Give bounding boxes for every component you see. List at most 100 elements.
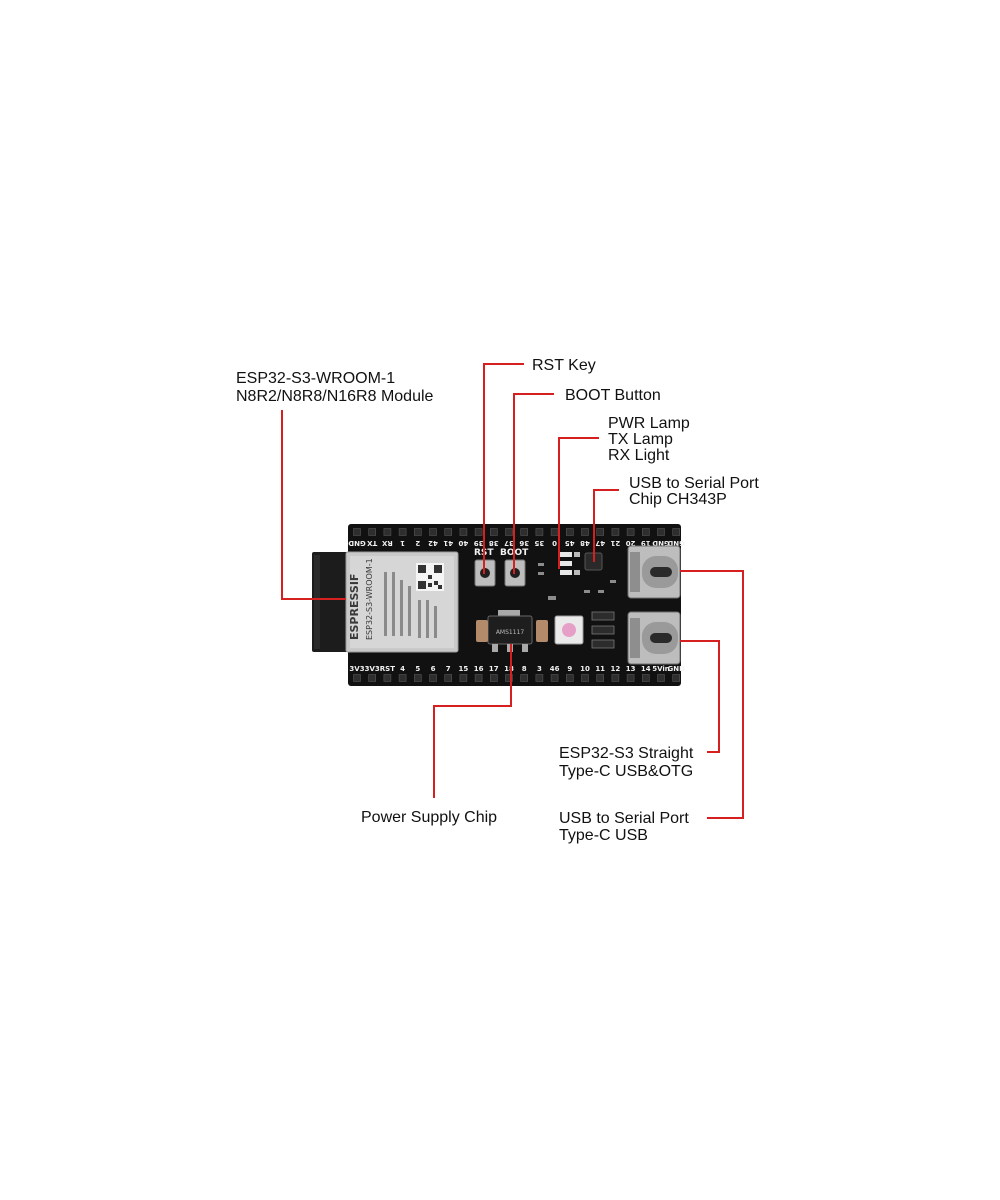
pin-hole [383, 674, 392, 682]
pin-label: 48 [580, 539, 590, 547]
pin-hole [626, 528, 635, 536]
module-model-silk: ESP32-S3-WROOM-1 [365, 558, 374, 640]
pin-label: 4 [400, 665, 405, 673]
pin-label: TX [367, 539, 378, 547]
label-boot-button: BOOT Button [565, 387, 661, 404]
pin-hole [550, 674, 559, 682]
pin-label: 9 [567, 665, 572, 673]
module-antenna [312, 552, 348, 652]
pin-label: 17 [489, 665, 499, 673]
pin-hole [505, 674, 513, 682]
pin-hole [565, 528, 574, 536]
pin-hole [413, 528, 422, 536]
pin-hole [489, 528, 498, 536]
pin-label: GND [667, 539, 685, 547]
rgb-led [554, 615, 584, 645]
pin-label: 47 [595, 539, 605, 547]
leader-power-chip [433, 644, 512, 798]
label-usb-serial-chip-line1: USB to Serial Port [629, 475, 759, 492]
pin-hole [353, 674, 361, 682]
pin-label: 12 [611, 665, 621, 673]
pin-hole [565, 674, 574, 682]
pin-label: 39 [474, 539, 484, 547]
label-rst-key: RST Key [532, 357, 596, 374]
pin-hole [535, 528, 544, 536]
pin-hole [596, 674, 605, 682]
leader-ch343p [593, 489, 619, 562]
label-module: ESP32-S3-WROOM-1 N8R2/N8R8/N16R8 Module [236, 370, 434, 405]
label-serial-usb-line2: Type-C USB [559, 827, 648, 844]
pin-label: 3V3 [349, 665, 364, 673]
label-lamps: PWR Lamp TX Lamp RX Light [608, 415, 690, 464]
leader-lines [281, 363, 744, 819]
pin-hole [444, 674, 453, 682]
passive-components [538, 563, 616, 600]
pin-hole [672, 674, 681, 682]
label-pwr-lamp: PWR Lamp [608, 415, 690, 432]
pin-label: GND [348, 539, 366, 547]
label-usb-serial-chip-line2: Chip CH343P [629, 491, 727, 508]
pin-label: 14 [641, 665, 651, 673]
pin-label: 1 [400, 539, 405, 547]
leader-boot [513, 393, 554, 574]
pin-label: GND [652, 539, 670, 547]
status-leds [560, 552, 580, 575]
pin-label: 11 [595, 665, 605, 673]
pin-label: 3V3 [365, 665, 380, 673]
pin-label: 2 [415, 539, 420, 547]
power-chip-marking: AMS1117 [496, 629, 525, 636]
protection-diodes [591, 611, 615, 649]
pin-hole [520, 528, 529, 536]
capacitor-right [536, 620, 548, 642]
label-power-chip: Power Supply Chip [361, 809, 497, 826]
pin-hole [444, 528, 453, 536]
pin-label: 7 [446, 665, 451, 673]
pin-hole [489, 674, 498, 682]
label-rx-light: RX Light [608, 447, 670, 464]
pin-hole [596, 528, 605, 536]
label-serial-usb-line1: USB to Serial Port [559, 810, 689, 827]
pin-hole [611, 674, 620, 682]
pin-hole [641, 674, 650, 682]
pin-hole [626, 674, 635, 682]
pin-label: 40 [458, 539, 468, 547]
pin-hole [413, 674, 422, 682]
module-brand-silk: ESPRESSIF [348, 574, 361, 640]
pin-hole [459, 528, 468, 536]
leader-otg-usb [680, 640, 720, 753]
label-module-line2: N8R2/N8R8/N16R8 Module [236, 388, 434, 405]
pin-hole [383, 528, 392, 536]
pin-hole [368, 528, 377, 536]
label-otg-usb-line1: ESP32-S3 Straight [559, 745, 694, 762]
pin-label: 0 [552, 539, 557, 547]
leader-serial-usb [680, 570, 744, 819]
pin-hole [459, 674, 468, 682]
pin-label: 36 [519, 539, 529, 547]
pin-hole [581, 674, 589, 682]
pin-label: 13 [626, 665, 636, 673]
pin-label: 3 [537, 665, 542, 673]
label-usb-serial-chip: USB to Serial Port Chip CH343P [629, 475, 759, 508]
pin-hole [550, 528, 559, 536]
pin-label: 5Vin [652, 665, 670, 673]
pin-label: 8 [522, 665, 527, 673]
label-otg-usb-line2: Type-C USB&OTG [559, 763, 693, 780]
pin-label: 37 [504, 539, 514, 547]
usb-c-otg-connector[interactable] [627, 611, 681, 665]
module-qr-code [416, 563, 444, 591]
label-serial-usb: USB to Serial Port Type-C USB [559, 810, 689, 844]
label-module-line1: ESP32-S3-WROOM-1 [236, 370, 395, 387]
pin-label: 46 [550, 665, 560, 673]
pin-label: 5 [415, 665, 420, 673]
leader-module [281, 410, 346, 600]
pin-label: GND [667, 665, 685, 673]
pin-hole [657, 674, 665, 682]
usb-c-serial-connector[interactable] [627, 545, 681, 599]
pin-label: 42 [428, 539, 438, 547]
pin-hole [368, 674, 377, 682]
pin-hole [353, 528, 361, 536]
pin-hole [641, 528, 650, 536]
